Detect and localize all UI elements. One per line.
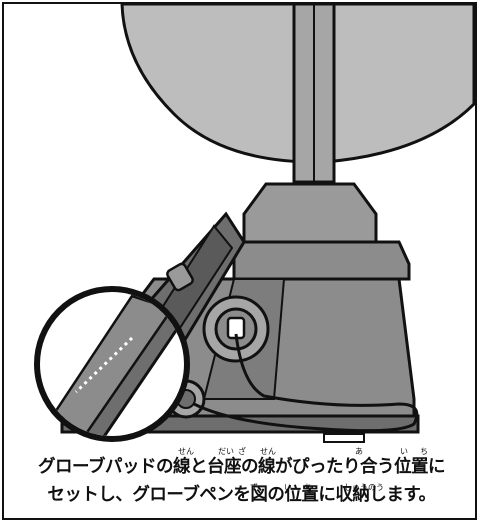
globe-stand-illustration (34, 4, 475, 443)
ruby-i-1: い (400, 447, 408, 456)
ruby-zu: ず (250, 483, 258, 492)
ruby-za: ざ (238, 447, 246, 456)
ruby-sen-2: せん (260, 447, 276, 456)
ruby-shuunou: しゅうのう (344, 483, 384, 492)
ruby-a: あ (355, 447, 363, 456)
ruby-i-2: い (284, 483, 292, 492)
ruby-chi-2: ち (304, 483, 312, 492)
illustration-frame: グローブパッドの線と台座の線がぴったり合う位置に セットし、グローブペンを図の位… (2, 2, 477, 520)
ruby-chi-1: ち (420, 447, 428, 456)
instruction-caption: グローブパッドの線と台座の線がぴったり合う位置に セットし、グローブペンを図の位… (4, 442, 475, 518)
stand-neck (242, 182, 378, 244)
caption-line-1: グローブパッドの線と台座の線がぴったり合う位置に (38, 457, 445, 477)
ruby-dai: だい (218, 447, 234, 456)
pen-cable (193, 333, 419, 433)
stand-base-ledge (232, 240, 411, 281)
ruby-sen-1: せん (178, 447, 194, 456)
alignment-dotted-line (74, 336, 134, 394)
caption-line-2: セットし、グローブペンを図の位置に収納します。 (47, 485, 436, 505)
pad-button (166, 262, 194, 292)
